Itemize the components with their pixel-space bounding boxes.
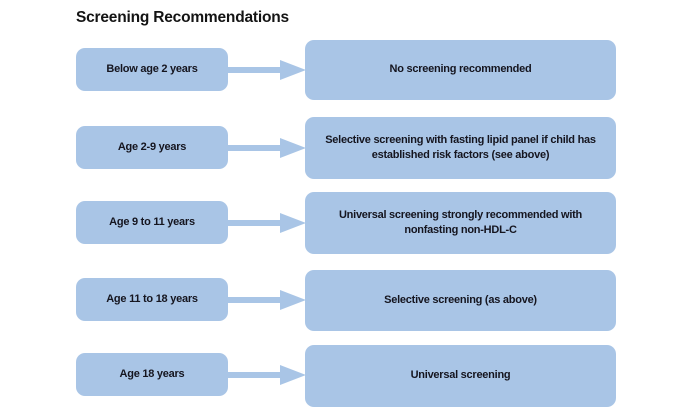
arrow-right-icon: [228, 212, 306, 234]
page-title: Screening Recommendations: [76, 9, 289, 26]
recommendation-box: Selective screening with fasting lipid p…: [305, 117, 616, 179]
arrow-right-icon: [228, 289, 306, 311]
age-group-box: Age 18 years: [76, 353, 228, 396]
age-group-label: Age 9 to 11 years: [109, 215, 195, 228]
age-group-label: Age 2-9 years: [117, 140, 187, 153]
recommendation-box: Universal screening strongly recommended…: [305, 192, 616, 254]
age-group-label: Age 11 to 18 years: [106, 292, 198, 305]
age-group-box: Age 11 to 18 years: [76, 278, 228, 321]
recommendation-label: Universal screening: [410, 369, 511, 382]
arrow-right-icon: [228, 137, 306, 159]
recommendation-label: Universal screening strongly recommended…: [338, 208, 583, 236]
arrow-right-icon: [228, 364, 306, 386]
recommendation-box: Selective screening (as above): [305, 270, 616, 331]
age-group-box: Below age 2 years: [76, 48, 228, 91]
recommendation-box: Universal screening: [305, 345, 616, 407]
recommendation-label: No screening recommended: [389, 63, 532, 76]
age-group-box: Age 2-9 years: [76, 126, 228, 169]
age-group-label: Below age 2 years: [106, 62, 198, 75]
age-group-box: Age 9 to 11 years: [76, 201, 228, 244]
age-group-label: Age 18 years: [119, 367, 185, 380]
recommendation-box: No screening recommended: [305, 40, 616, 100]
recommendation-label: Selective screening with fasting lipid p…: [325, 133, 596, 161]
recommendation-label: Selective screening (as above): [384, 293, 537, 306]
arrow-right-icon: [228, 59, 306, 81]
